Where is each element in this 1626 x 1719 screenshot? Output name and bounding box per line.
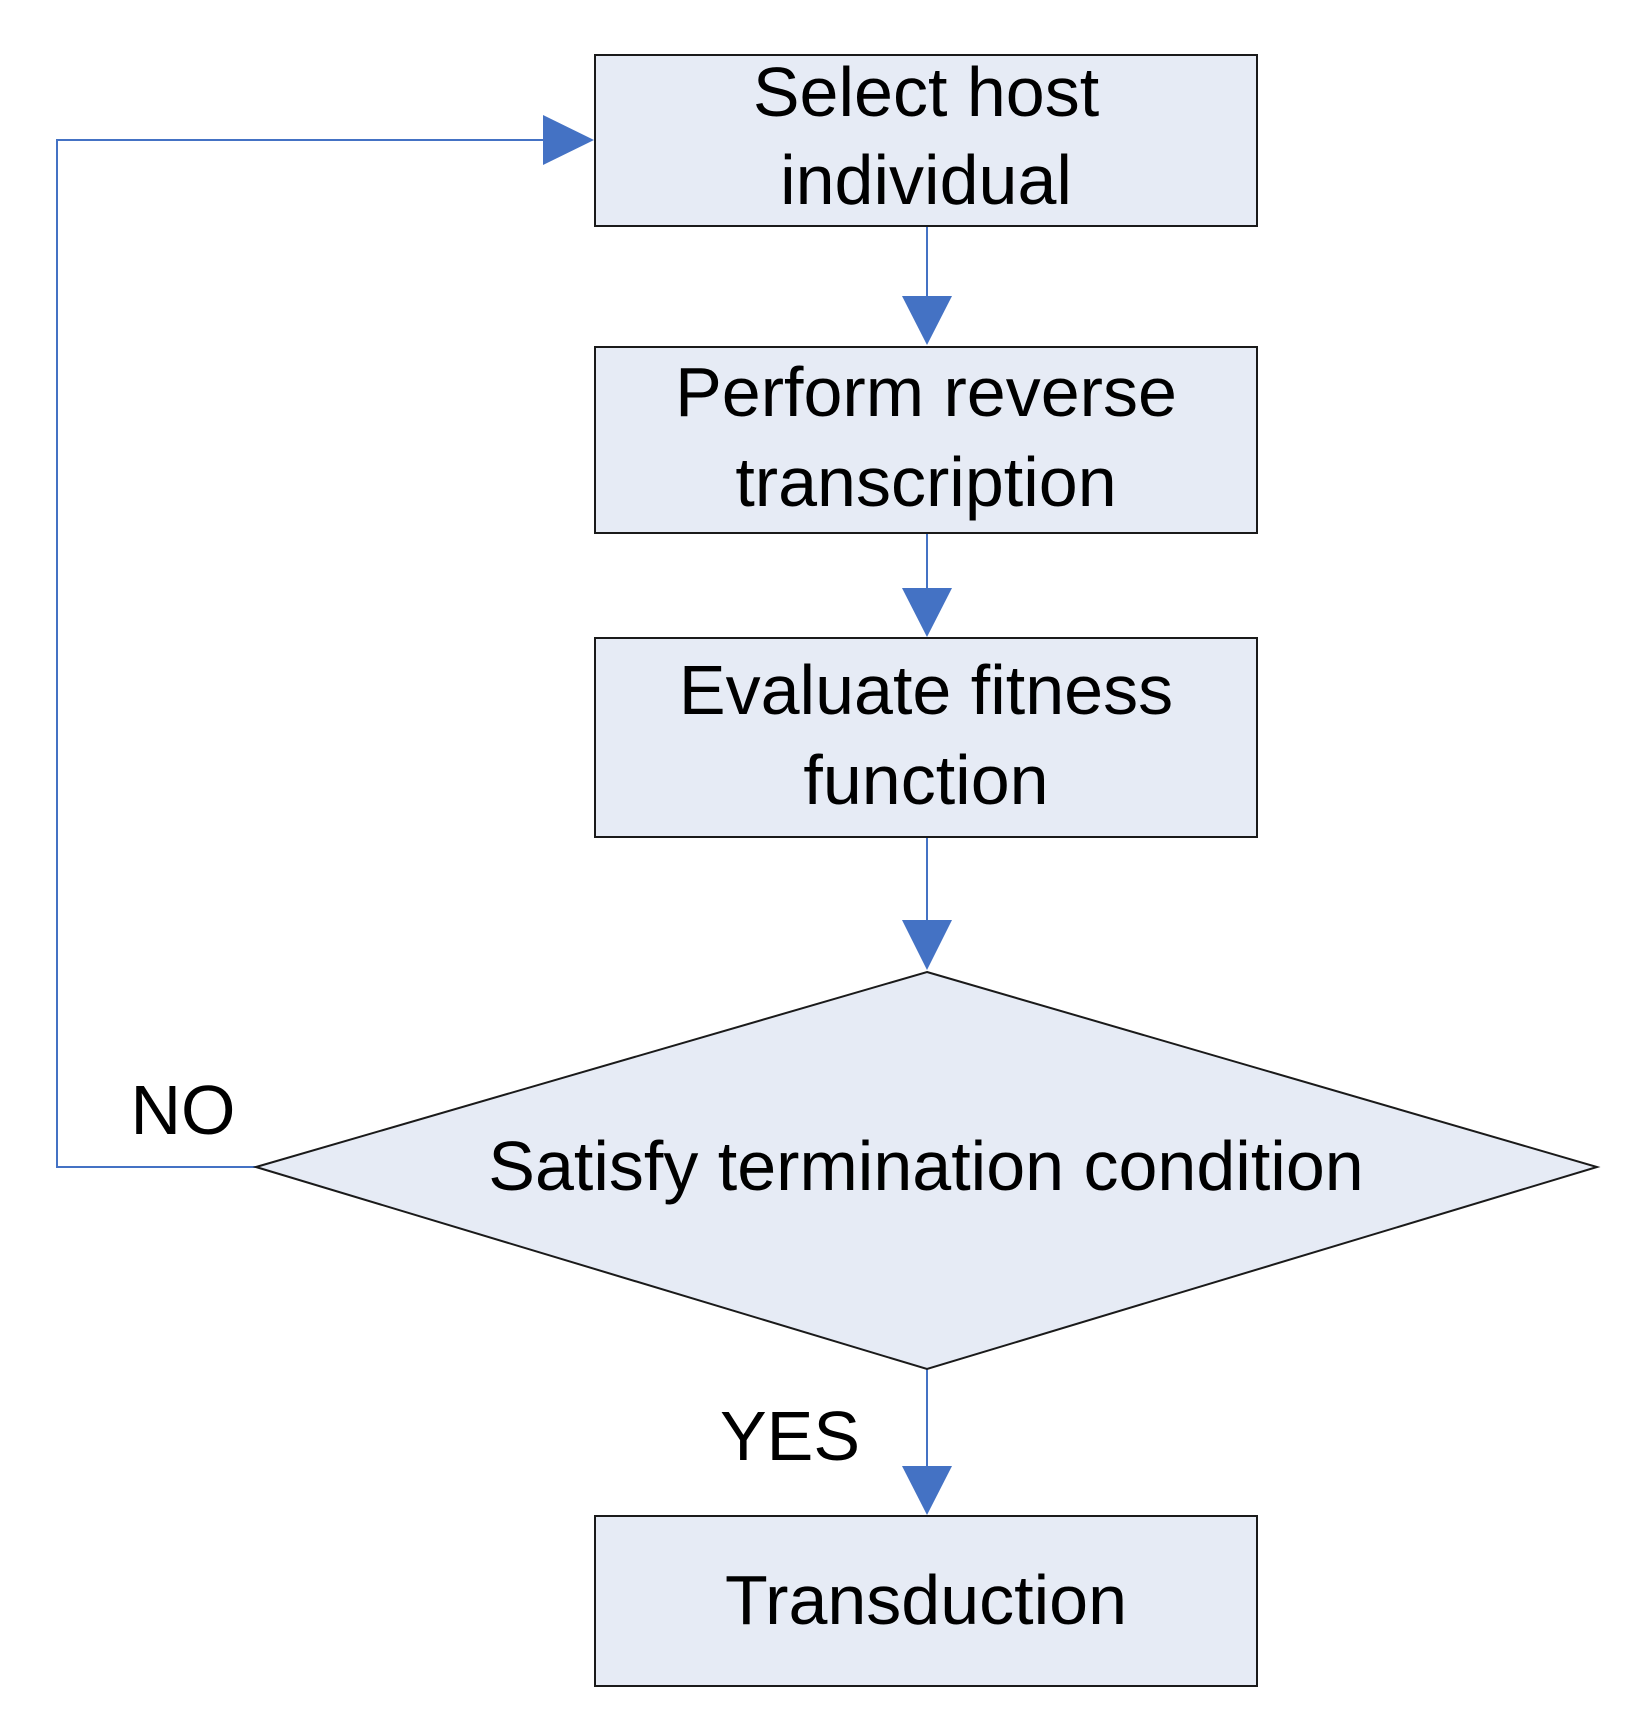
edge-label-yes: YES	[720, 1397, 860, 1475]
node-label-line2: individual	[780, 141, 1072, 219]
node-label-line1: Perform reverse	[675, 353, 1177, 431]
process-box	[594, 1515, 1258, 1687]
arrow-head-icon	[902, 920, 952, 970]
node-evaluate-fitness-function: Evaluate fitness function	[594, 637, 1258, 838]
node-satisfy-termination-condition: Satisfy termination condition	[252, 970, 1601, 1371]
node-label: Transduction	[725, 1561, 1127, 1639]
node-select-host-individual: Select host individual	[594, 53, 1258, 227]
node-label-line1: Select host	[753, 53, 1099, 131]
connector-no-loop-back	[56, 139, 545, 1168]
decision-diamond	[252, 970, 1601, 1371]
process-box	[594, 637, 1258, 838]
edge-label-no: NO	[131, 1071, 236, 1149]
node-transduction: Transduction	[594, 1515, 1258, 1687]
node-perform-reverse-transcription: Perform reverse transcription	[594, 346, 1258, 534]
arrow-head-icon	[902, 1466, 952, 1515]
decision-label: Satisfy termination condition	[488, 1127, 1363, 1205]
process-box	[594, 346, 1258, 534]
arrow-head-icon	[902, 296, 952, 345]
arrow-head-icon	[902, 588, 952, 637]
node-label-line1: Evaluate fitness	[679, 651, 1173, 729]
node-label-line2: function	[803, 741, 1048, 819]
process-box	[594, 54, 1258, 227]
node-label-line2: transcription	[735, 443, 1116, 521]
arrow-head-icon	[543, 115, 594, 165]
